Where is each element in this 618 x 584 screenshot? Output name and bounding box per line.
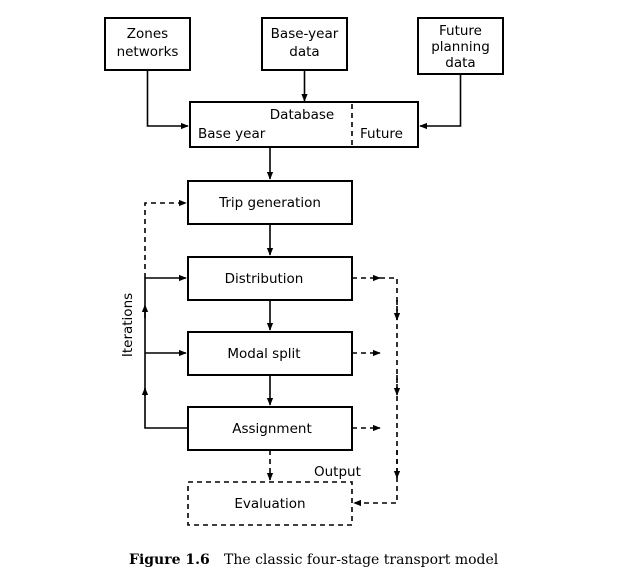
future-to-database-arrow — [419, 74, 462, 130]
output-label: Output — [314, 464, 361, 480]
evaluation-label: Evaluation — [234, 496, 305, 512]
caption-text: The classic four-stage transport model — [224, 552, 499, 568]
future-label-line3: data — [445, 55, 475, 71]
distribution-label: Distribution — [225, 271, 304, 287]
figure-caption: Figure 1.6 The classic four-stage transp… — [129, 552, 499, 568]
assignment-box: Assignment — [187, 406, 353, 451]
trip-generation-label: Trip generation — [218, 195, 321, 211]
base-year-data-box: Base-year data — [261, 17, 348, 71]
iterations-label: Iterations — [120, 293, 136, 357]
future-planning-data-box: Future planning data — [417, 17, 504, 75]
database-base-year: Base year — [198, 126, 266, 142]
database-title: Database — [270, 107, 334, 123]
modal-split-label: Modal split — [227, 346, 300, 362]
evaluation-box: Evaluation — [187, 481, 353, 526]
zones-to-database-arrow — [146, 70, 189, 130]
zones-label-line2: networks — [117, 44, 179, 60]
future-label-line1: Future — [439, 23, 482, 39]
iteration-to-trip-generation-arrow — [144, 199, 187, 278]
modal-split-box: Modal split — [187, 331, 353, 376]
database-future: Future — [360, 126, 403, 142]
base-year-label-line2: data — [289, 44, 319, 60]
caption-number: Figure 1.6 — [129, 552, 210, 568]
zones-networks-box: Zones networks — [104, 17, 191, 71]
iteration-loop-bottom — [144, 390, 188, 429]
base-year-label-line1: Base-year — [271, 26, 339, 42]
future-label-line2: planning — [431, 39, 490, 55]
distribution-box: Distribution — [187, 256, 353, 301]
zones-label-line1: Zones — [127, 26, 168, 42]
trip-generation-box: Trip generation — [187, 180, 353, 225]
assignment-label: Assignment — [232, 421, 311, 437]
database-box: Database Base year Future — [189, 101, 419, 148]
